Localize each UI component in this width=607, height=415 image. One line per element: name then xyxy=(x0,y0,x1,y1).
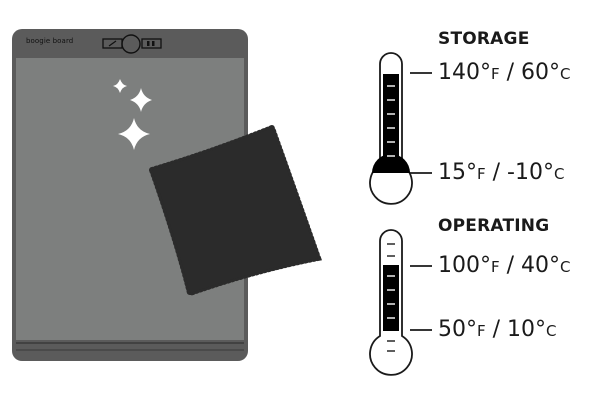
storage-max-temp: 140°F / 60°C xyxy=(438,60,571,85)
operating-max-temp: 100°F / 40°C xyxy=(438,253,571,278)
operating-min-temp: 50°F / 10°C xyxy=(438,317,557,342)
battery-icon xyxy=(141,38,162,49)
storage-min-temp: 15°F / -10°C xyxy=(438,160,565,185)
erase-button[interactable] xyxy=(121,34,141,54)
storage-title: STORAGE xyxy=(438,29,530,49)
storage-thermometer-icon xyxy=(369,52,432,205)
device-brand-logo: boogie board xyxy=(26,37,74,45)
operating-thermometer-icon xyxy=(369,229,432,376)
operating-title: OPERATING xyxy=(438,216,550,236)
cleaning-cloth xyxy=(148,124,322,297)
sparkle-icon xyxy=(113,79,152,150)
